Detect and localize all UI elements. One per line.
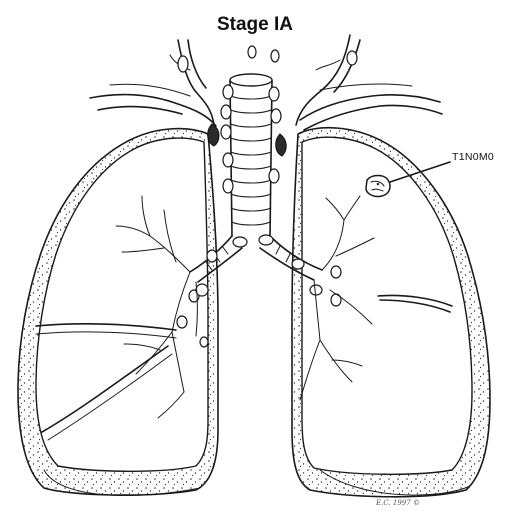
left-lung [292,128,490,497]
tumor-stage-label: T1N0M0 [452,151,494,163]
tumor-mass [366,176,390,197]
right-lung [18,129,218,496]
artist-signature: E.C. 1997 © [375,499,420,507]
